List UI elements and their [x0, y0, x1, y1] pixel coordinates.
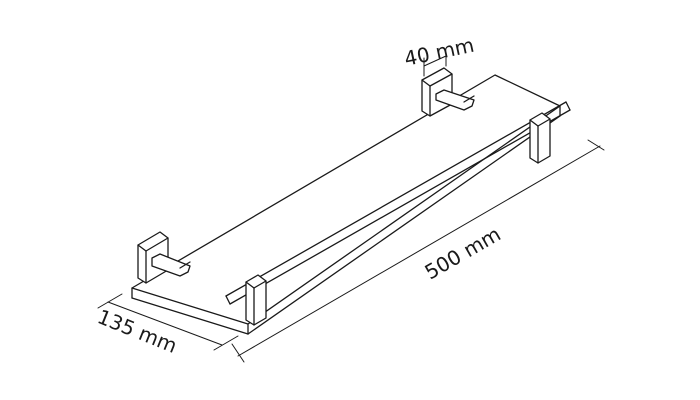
- dimension-bracket-width: 40 mm: [402, 33, 476, 77]
- dimension-length-label: 500 mm: [421, 222, 505, 285]
- wall-bracket-right: [421, 67, 475, 117]
- front-rail: [225, 101, 571, 305]
- rail-holder-left: [245, 274, 267, 326]
- wall-bracket-left: [137, 231, 191, 284]
- glass-shelf: [131, 74, 561, 335]
- dimension-bracket-width-label: 40 mm: [402, 33, 476, 71]
- dimension-depth-label: 135 mm: [94, 304, 180, 358]
- rail-holder-right: [529, 112, 551, 164]
